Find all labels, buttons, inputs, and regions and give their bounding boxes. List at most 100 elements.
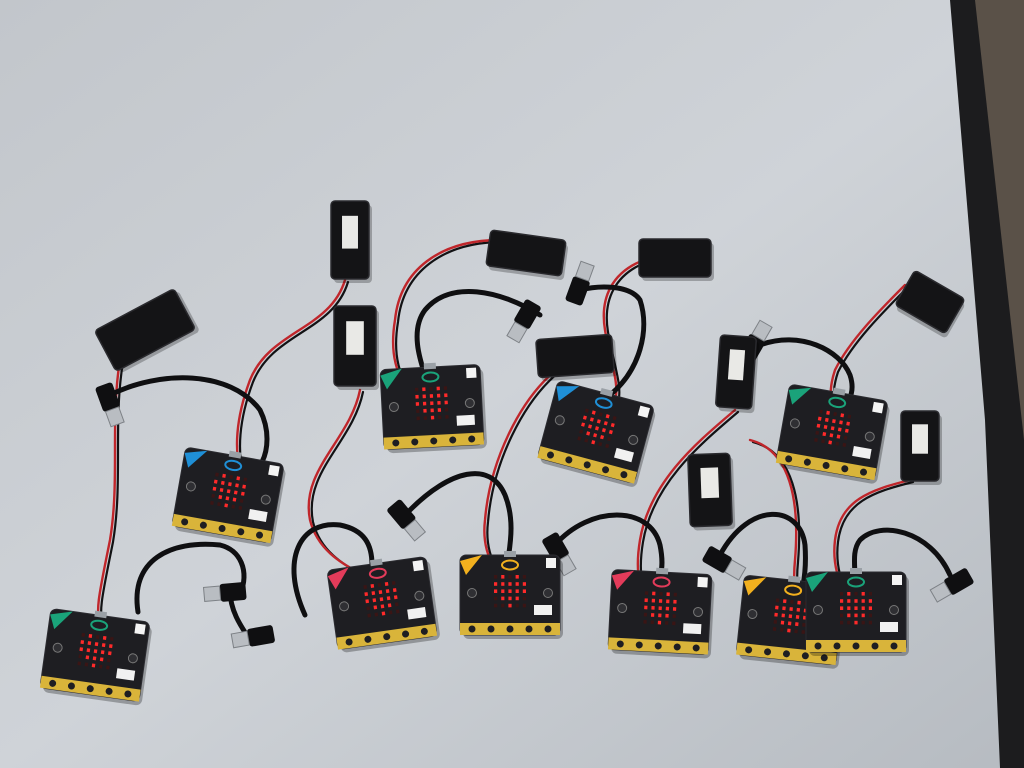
- usb-plug-metal: [202, 585, 222, 602]
- usb-cable: [851, 527, 953, 581]
- battery-sticker: [700, 467, 720, 499]
- led-lit: [222, 473, 226, 478]
- usb-plug-metal: [929, 581, 952, 603]
- connector-hole: [602, 466, 610, 474]
- led-lit: [840, 599, 844, 603]
- board-corner-accent: [184, 450, 208, 468]
- led-unlit: [98, 664, 103, 669]
- led-lit: [88, 633, 93, 638]
- led-lit: [93, 649, 98, 654]
- button-a: [52, 642, 63, 653]
- connector-hole: [256, 531, 264, 539]
- led-unlit: [377, 582, 382, 587]
- led-lit: [782, 606, 786, 611]
- led-lit: [651, 605, 655, 610]
- button-b: [127, 653, 138, 664]
- led-lit: [232, 497, 237, 502]
- led-lit: [80, 640, 85, 645]
- connector-hole: [181, 518, 189, 526]
- led-lit: [854, 620, 858, 625]
- connector-hole: [565, 456, 573, 464]
- board-touch-logo: [368, 567, 387, 579]
- led-lit: [508, 589, 512, 593]
- led-unlit: [215, 472, 219, 477]
- battery-packs-layer: [95, 200, 965, 531]
- led-unlit: [494, 596, 498, 601]
- board-corner-accent: [327, 567, 349, 590]
- led-unlit: [840, 613, 844, 618]
- board-touch-logo: [652, 576, 671, 588]
- connector-hole: [525, 625, 533, 633]
- led-lit: [824, 417, 829, 422]
- led-unlit: [847, 414, 852, 419]
- button-b: [260, 494, 271, 505]
- battery-pack: [895, 270, 965, 338]
- led-lit: [213, 479, 218, 484]
- led-lit: [522, 582, 526, 586]
- usb-plug: [565, 260, 595, 306]
- led-lit: [840, 606, 844, 610]
- microbit-board: [171, 447, 286, 547]
- usb-plug-metal: [574, 260, 595, 282]
- button-b: [864, 431, 875, 442]
- led-unlit: [414, 387, 419, 392]
- led-unlit: [772, 627, 777, 631]
- led-lit: [673, 599, 677, 604]
- red-wire: [391, 238, 502, 387]
- led-lit: [444, 393, 448, 398]
- connector-hole: [852, 642, 860, 650]
- connector-hole: [546, 451, 554, 459]
- led-lit: [603, 421, 608, 426]
- led-lit: [240, 491, 245, 496]
- led-lit: [422, 387, 426, 392]
- battery-case: [638, 238, 712, 278]
- led-lit: [844, 428, 849, 433]
- connector-hole: [199, 521, 207, 529]
- led-lit: [373, 605, 378, 610]
- led-lit: [87, 641, 92, 646]
- connector-hole: [506, 625, 514, 633]
- led-lit: [508, 582, 512, 586]
- led-lit: [605, 414, 610, 419]
- led-lit: [381, 611, 386, 616]
- connector-hole: [402, 630, 410, 638]
- led-unlit: [81, 632, 86, 637]
- board-sticker: [407, 607, 427, 620]
- led-unlit: [814, 437, 818, 442]
- led-unlit: [494, 575, 498, 579]
- led-unlit: [416, 409, 420, 414]
- led-lit: [868, 599, 872, 603]
- led-lit: [781, 613, 786, 618]
- led-lit: [795, 615, 800, 619]
- led-lit: [832, 419, 836, 424]
- connector-hole: [871, 642, 879, 650]
- led-lit: [235, 483, 239, 488]
- button-b: [628, 434, 639, 445]
- led-lit: [644, 598, 648, 603]
- led-lit: [666, 592, 670, 597]
- red-wire: [483, 368, 558, 572]
- led-unlit: [366, 606, 371, 611]
- battery-pack: [333, 305, 379, 390]
- board-touch-logo: [847, 576, 865, 588]
- battery-case: [95, 289, 195, 371]
- led-lit: [444, 400, 448, 405]
- led-lit: [600, 434, 605, 440]
- led-lit: [515, 596, 519, 601]
- button-b: [889, 605, 899, 615]
- battery-sticker: [912, 424, 928, 454]
- usb-plug: [506, 299, 541, 344]
- led-unlit: [501, 603, 505, 608]
- usb-cable: [717, 511, 808, 588]
- led-lit: [501, 575, 505, 579]
- board-touch-logo: [501, 559, 519, 571]
- battery-sticker: [342, 215, 358, 249]
- led-lit: [861, 592, 865, 596]
- board-corner-accent: [50, 611, 73, 630]
- microbit-board: [775, 384, 890, 484]
- led-lit: [836, 434, 841, 439]
- board-corner-accent: [460, 555, 482, 575]
- button-b: [693, 606, 704, 617]
- led-lit: [788, 614, 793, 619]
- led-lit: [228, 482, 232, 487]
